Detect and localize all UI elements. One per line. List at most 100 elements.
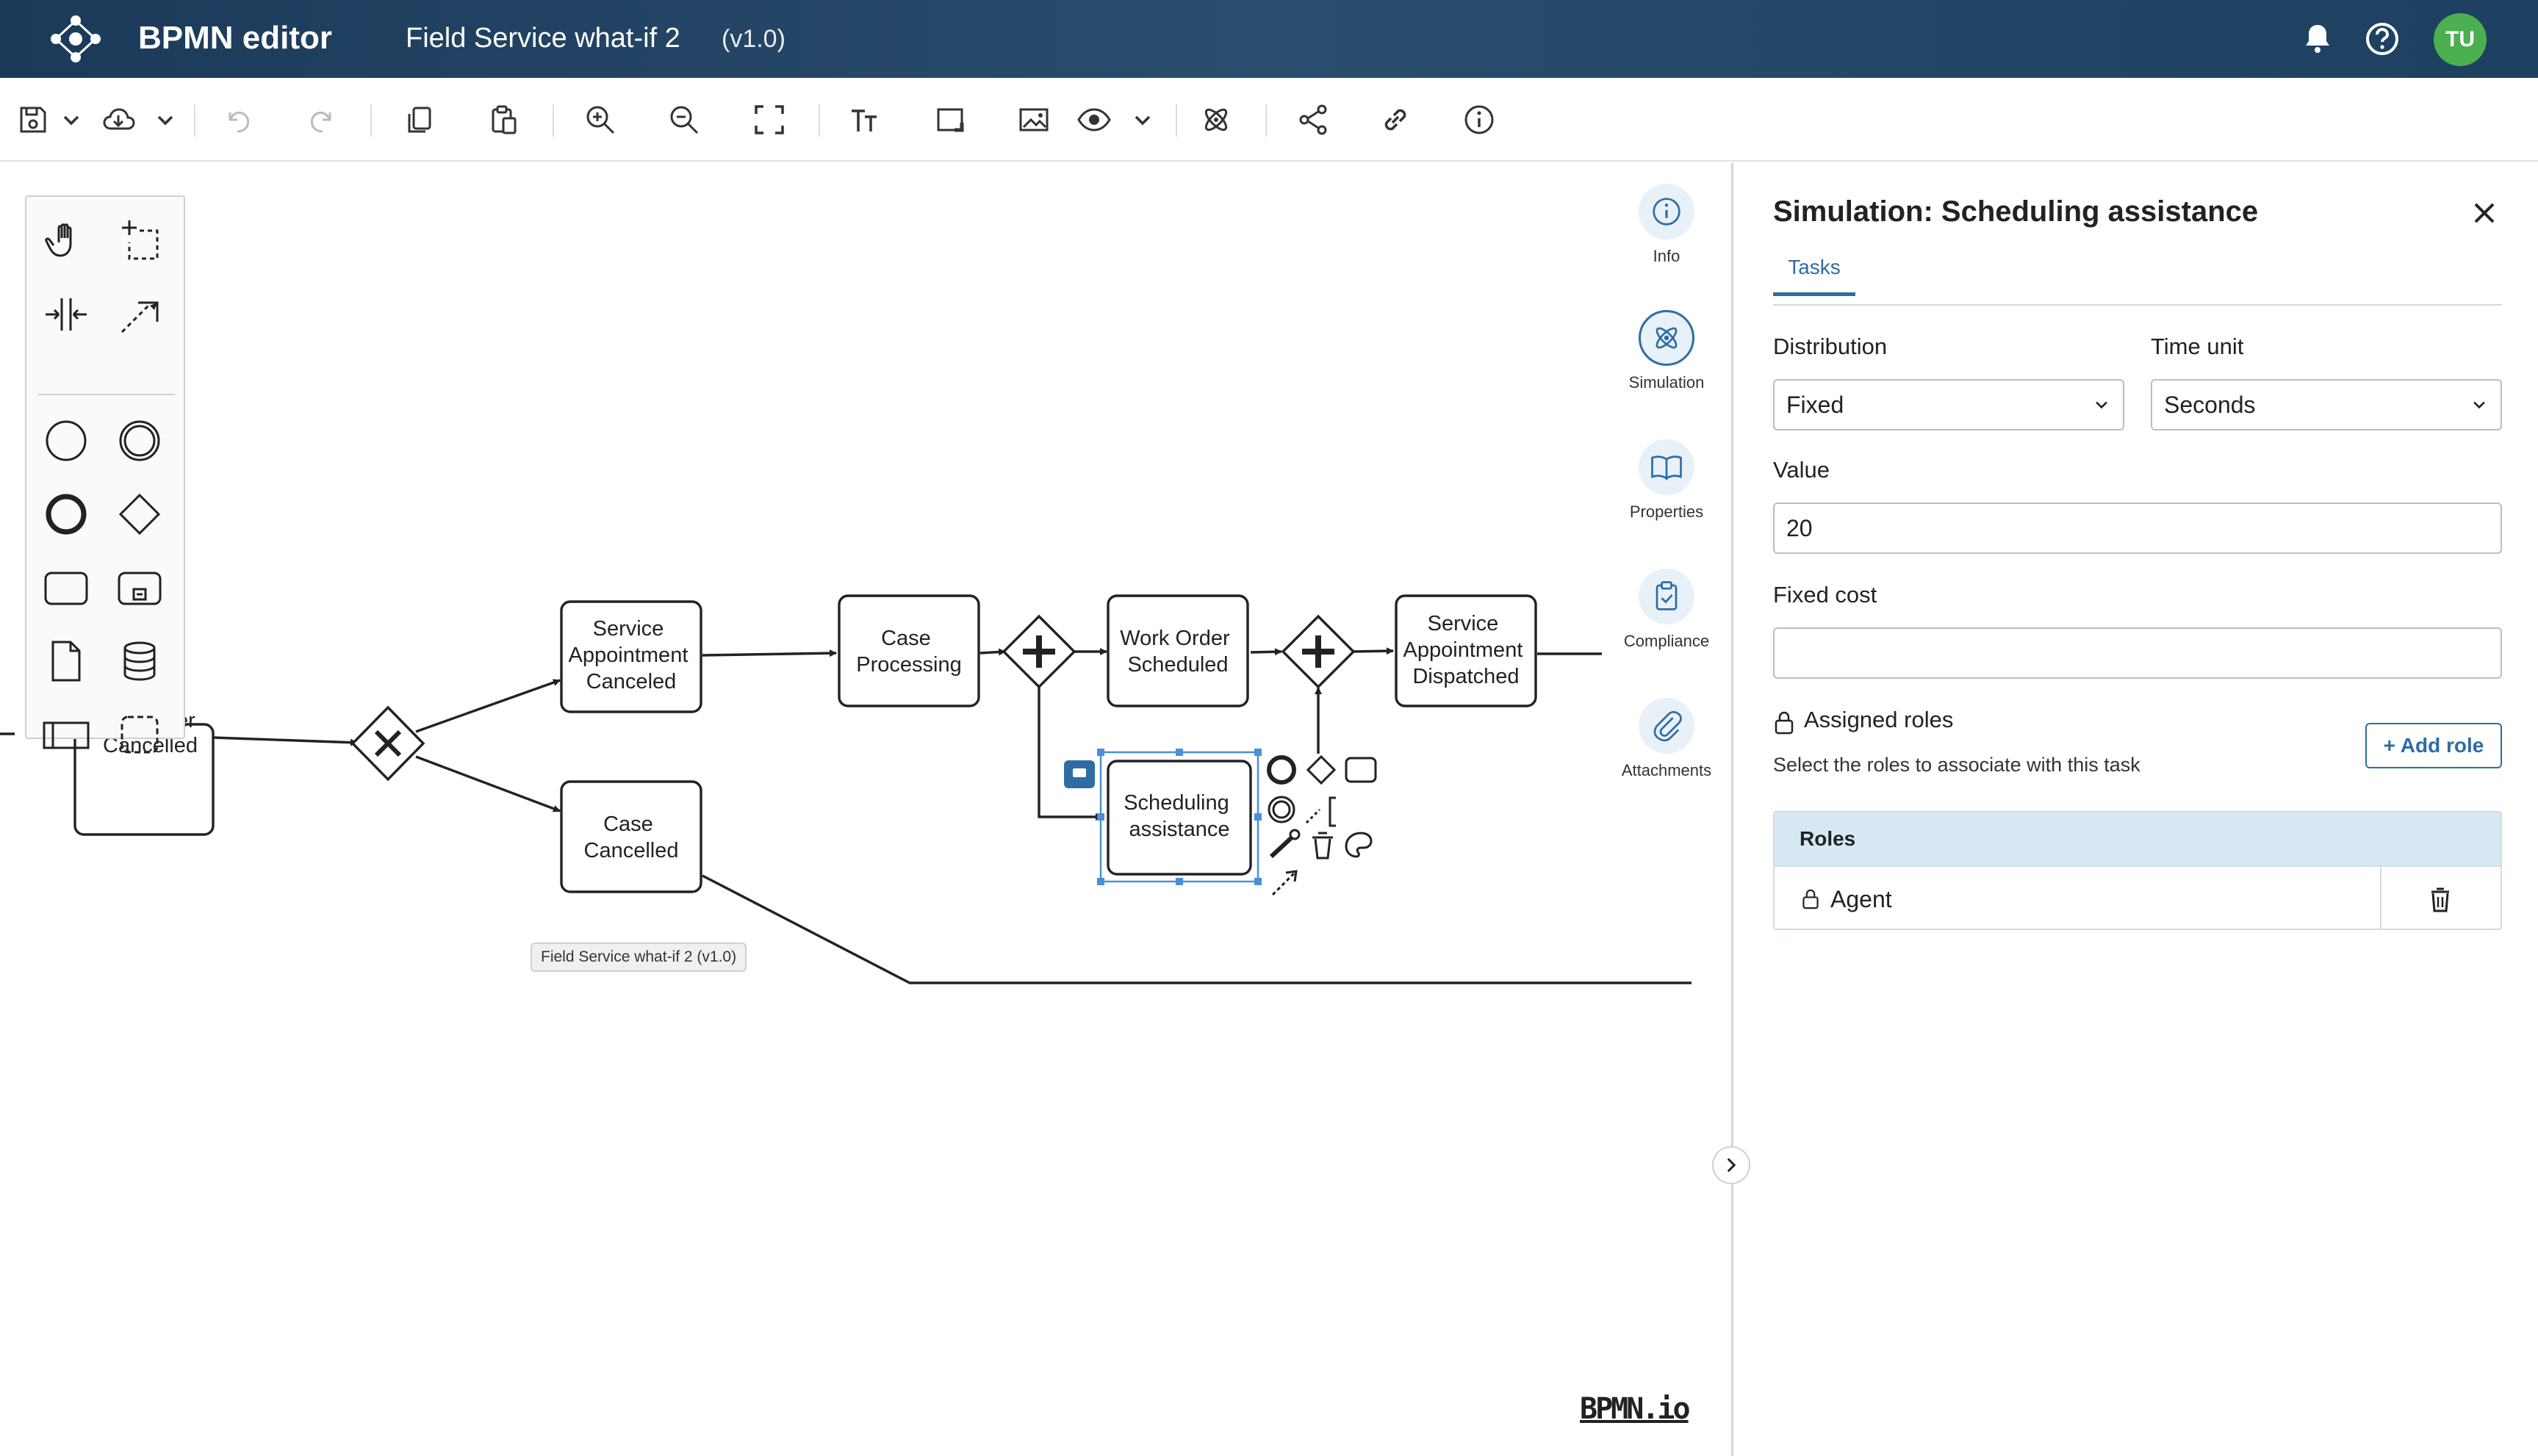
bpmn-diagram[interactable] bbox=[0, 163, 1731, 1456]
role-lock-icon bbox=[1802, 889, 1819, 909]
comment-badge-icon[interactable] bbox=[1064, 760, 1095, 788]
simulation-rail-icon[interactable] bbox=[1639, 310, 1694, 366]
fit-screen-icon[interactable] bbox=[749, 100, 789, 140]
end-event-icon[interactable] bbox=[40, 488, 93, 541]
text-size-icon[interactable] bbox=[845, 100, 885, 140]
view-menu-chevron-icon[interactable] bbox=[1132, 100, 1154, 140]
group-icon[interactable] bbox=[113, 708, 166, 761]
zoom-out-icon[interactable] bbox=[664, 100, 704, 140]
rail-attachments[interactable]: Attachments bbox=[1608, 698, 1725, 780]
table-row[interactable]: Agent bbox=[1775, 865, 2501, 929]
parallel-gateway-2[interactable] bbox=[1281, 614, 1356, 689]
table-divider bbox=[2380, 867, 2381, 929]
text-annotation-icon[interactable] bbox=[1305, 796, 1336, 827]
task-label-line: Scheduling bbox=[1124, 791, 1229, 815]
simulation-panel: Simulation: Scheduling assistance Tasks … bbox=[1731, 163, 2538, 1456]
rail-label: Simulation bbox=[1628, 373, 1705, 392]
delete-trash-icon[interactable] bbox=[1312, 832, 1333, 859]
frame-icon[interactable] bbox=[930, 100, 970, 140]
task-label-line: Case bbox=[603, 812, 653, 836]
parallel-gateway-1[interactable] bbox=[1002, 614, 1076, 689]
start-event-icon[interactable] bbox=[40, 414, 93, 467]
value-input[interactable]: 20 bbox=[1773, 502, 2502, 554]
chevron-down-icon bbox=[2096, 401, 2107, 409]
info-icon[interactable] bbox=[1459, 100, 1499, 140]
close-icon[interactable] bbox=[2468, 197, 2501, 229]
share-icon[interactable] bbox=[1293, 100, 1333, 140]
panel-collapse-chevron-icon[interactable] bbox=[1712, 1146, 1750, 1184]
lasso-tool-icon[interactable] bbox=[113, 213, 166, 266]
exclusive-gateway[interactable] bbox=[350, 705, 425, 782]
time-unit-value: Seconds bbox=[2164, 391, 2256, 418]
append-task-icon[interactable] bbox=[1345, 757, 1377, 783]
task-case-cancelled[interactable]: Case Cancelled bbox=[560, 780, 702, 893]
rail-compliance[interactable]: Compliance bbox=[1608, 569, 1725, 651]
simulation-icon[interactable] bbox=[1196, 100, 1236, 140]
task-icon[interactable] bbox=[40, 561, 93, 614]
svg-text:Work Order Scheduled: Work Order Scheduled bbox=[1120, 627, 1235, 677]
data-object-icon[interactable] bbox=[40, 635, 93, 688]
image-icon[interactable] bbox=[1014, 100, 1054, 140]
palette-separator bbox=[38, 394, 175, 395]
color-palette-icon[interactable] bbox=[1345, 832, 1373, 858]
attachment-paperclip-icon[interactable] bbox=[1639, 698, 1694, 754]
rail-info[interactable]: Info bbox=[1608, 184, 1725, 266]
cloud-menu-chevron-icon[interactable] bbox=[154, 100, 176, 140]
task-service-appointment-dispatched[interactable]: Service Appointment Dispatched bbox=[1395, 594, 1537, 707]
task-label-line: Cancelled bbox=[584, 839, 679, 862]
append-intermediate-event-icon[interactable] bbox=[1268, 796, 1295, 823]
info-circle-icon[interactable] bbox=[1639, 184, 1694, 239]
task-scheduling-assistance-selected[interactable]: Scheduling assistance bbox=[1097, 749, 1262, 885]
global-connect-tool-icon[interactable] bbox=[113, 288, 166, 341]
task-label-line: Canceled bbox=[586, 670, 677, 693]
fixed-cost-input[interactable] bbox=[1773, 627, 2502, 679]
task-work-order-scheduled[interactable]: Work Order Scheduled bbox=[1107, 594, 1249, 707]
undo-icon[interactable] bbox=[218, 100, 257, 140]
task-service-appointment-canceled[interactable]: Service Appointment Canceled bbox=[560, 600, 702, 713]
paste-icon[interactable] bbox=[483, 100, 523, 140]
connect-arrow-icon[interactable] bbox=[1271, 870, 1298, 896]
add-role-button[interactable]: + Add role bbox=[2365, 723, 2502, 768]
append-gateway-icon[interactable] bbox=[1306, 754, 1337, 785]
save-menu-chevron-icon[interactable] bbox=[60, 100, 82, 140]
svg-text:Case Cancelled: Case Cancelled bbox=[584, 812, 679, 862]
redo-icon[interactable] bbox=[303, 100, 342, 140]
task-case-processing[interactable]: Case Processing bbox=[838, 594, 980, 707]
tab-tasks[interactable]: Tasks bbox=[1773, 256, 1855, 296]
bpmn-logo-icon[interactable] bbox=[48, 15, 103, 63]
change-type-wrench-icon[interactable] bbox=[1269, 829, 1301, 859]
diagram-canvas[interactable]: er Cancelled Service Appointment Cancele… bbox=[0, 163, 1731, 1456]
pool-icon[interactable] bbox=[40, 708, 93, 761]
view-eye-icon[interactable] bbox=[1074, 100, 1114, 140]
hand-tool-icon[interactable] bbox=[40, 213, 93, 266]
append-end-event-icon[interactable] bbox=[1267, 755, 1296, 785]
rail-properties[interactable]: Properties bbox=[1608, 439, 1725, 522]
task-label-line: Dispatched bbox=[1412, 665, 1519, 688]
intermediate-event-icon[interactable] bbox=[113, 414, 166, 467]
time-unit-select[interactable]: Seconds bbox=[2151, 379, 2502, 430]
space-tool-icon[interactable] bbox=[40, 288, 93, 341]
document-title[interactable]: Field Service what-if 2 bbox=[406, 23, 680, 54]
help-icon[interactable] bbox=[2362, 19, 2402, 59]
compliance-clipboard-icon[interactable] bbox=[1639, 569, 1694, 624]
zoom-in-icon[interactable] bbox=[580, 100, 620, 140]
distribution-select[interactable]: Fixed bbox=[1773, 379, 2124, 430]
delete-role-trash-icon[interactable] bbox=[2426, 884, 2455, 914]
link-icon[interactable] bbox=[1376, 100, 1415, 140]
data-store-icon[interactable] bbox=[113, 635, 166, 688]
copy-icon[interactable] bbox=[400, 100, 439, 140]
bpmn-io-watermark[interactable]: BPMN.io bbox=[1580, 1392, 1691, 1426]
context-pad bbox=[1267, 754, 1377, 896]
save-icon[interactable] bbox=[13, 100, 53, 140]
cloud-save-icon[interactable] bbox=[98, 100, 138, 140]
user-avatar[interactable]: TU bbox=[2434, 13, 2487, 66]
properties-book-icon[interactable] bbox=[1639, 439, 1694, 495]
rail-label: Info bbox=[1653, 247, 1680, 265]
notification-bell-icon[interactable] bbox=[2298, 19, 2337, 59]
gateway-icon[interactable] bbox=[113, 488, 166, 541]
subprocess-icon[interactable] bbox=[113, 561, 166, 614]
tab-divider bbox=[1773, 304, 2502, 306]
rail-label: Attachments bbox=[1621, 761, 1712, 779]
toolbar-separator bbox=[1176, 104, 1177, 137]
rail-simulation[interactable]: Simulation bbox=[1608, 310, 1725, 392]
